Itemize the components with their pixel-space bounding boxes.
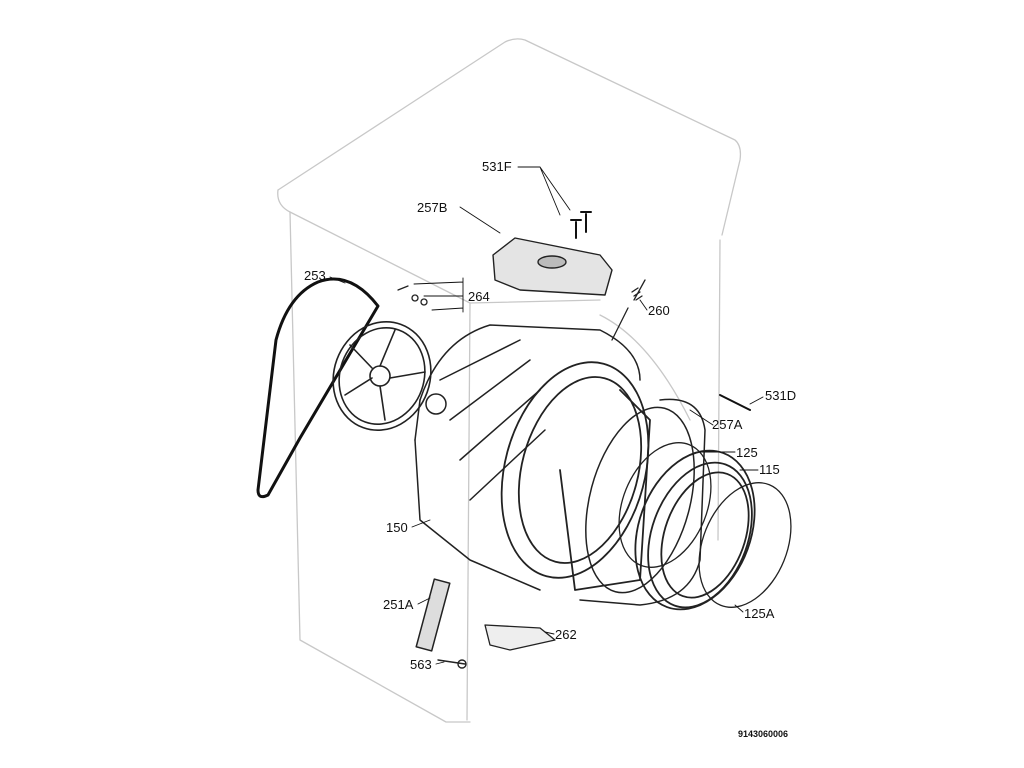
label-251A: 251A: [383, 597, 414, 612]
pulley: [332, 320, 432, 432]
label-253: 253: [304, 268, 326, 283]
front-bracket: [579, 398, 706, 606]
leader-lines: [329, 166, 764, 665]
label-150: 150: [386, 520, 408, 535]
screws-264: [397, 285, 428, 306]
counterweight-top: [492, 237, 613, 296]
screws-531F: [570, 211, 592, 239]
drawing-code: 9143060006: [738, 729, 789, 739]
label-257B: 257B: [417, 200, 448, 215]
belt: [256, 277, 380, 499]
label-262: 262: [555, 627, 577, 642]
clamp-rings: [618, 442, 792, 608]
label-125A: 125A: [744, 606, 775, 621]
label-125: 125: [736, 445, 758, 460]
label-531D: 531D: [765, 388, 797, 403]
spring-260: [611, 279, 646, 341]
bolt-531D: [719, 394, 751, 411]
tub-front: [500, 361, 651, 591]
label-115: 115: [759, 462, 780, 477]
label-531F: 531F: [482, 159, 512, 174]
door-seal: [634, 449, 756, 611]
tub-rear: [414, 324, 641, 591]
pin-563: [437, 659, 467, 669]
label-264: 264: [468, 289, 490, 304]
label-563: 563: [410, 657, 432, 672]
label-257A: 257A: [712, 417, 743, 432]
label-260: 260: [648, 303, 670, 318]
shock-absorber-251A: [415, 578, 451, 652]
weight-262: [484, 624, 556, 651]
cabinet-outline: [277, 38, 742, 723]
